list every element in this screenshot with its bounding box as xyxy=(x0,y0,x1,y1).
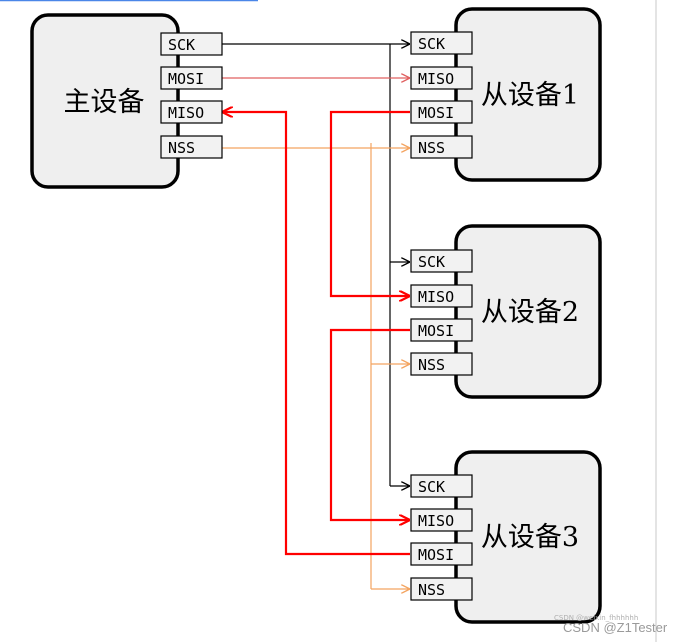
svg-text:NSS: NSS xyxy=(168,139,195,157)
sck-bus xyxy=(222,44,410,486)
svg-text:SCK: SCK xyxy=(168,36,195,54)
master-pin-mosi: MOSI xyxy=(160,66,223,90)
slave-1-pin-nss: NSS xyxy=(410,135,473,159)
slave-3-pin-sck: SCK xyxy=(410,474,473,498)
slave-2-pin-miso: MISO xyxy=(410,284,473,308)
nss-bus xyxy=(222,143,410,589)
slave-device-1 xyxy=(454,7,602,182)
svg-text:MISO: MISO xyxy=(418,70,454,88)
watermark-small: CSDN @weixin_fhhhhhh xyxy=(554,614,638,622)
svg-text:NSS: NSS xyxy=(418,581,445,599)
master-pin-sck: SCK xyxy=(160,32,223,56)
svg-text:SCK: SCK xyxy=(418,35,445,53)
watermark: CSDN @Z1Tester xyxy=(563,620,668,635)
slave-3-pin-nss: NSS xyxy=(410,577,473,601)
slave-3-pin-miso: MISO xyxy=(410,508,473,532)
svg-text:SCK: SCK xyxy=(418,478,445,496)
miso-chain xyxy=(222,112,410,556)
slave-1-pin-sck: SCK xyxy=(410,31,473,55)
slave-3-pin-mosi: MOSI xyxy=(410,542,473,566)
slave-2-pin-sck: SCK xyxy=(410,249,473,273)
slave-1-pin-mosi: MOSI xyxy=(410,100,473,124)
slave-2-label: 从设备2 xyxy=(481,297,579,328)
svg-text:MOSI: MOSI xyxy=(418,546,454,564)
slave-device-3 xyxy=(454,450,602,624)
slave-1-label: 从设备1 xyxy=(481,80,579,111)
svg-text:MISO: MISO xyxy=(418,288,454,306)
slave-3-label: 从设备3 xyxy=(481,522,579,553)
svg-text:MISO: MISO xyxy=(418,512,454,530)
master-label: 主设备 xyxy=(64,87,145,118)
svg-text:MOSI: MOSI xyxy=(168,70,204,88)
slave-2-pin-nss: NSS xyxy=(410,352,473,376)
slave-device-2 xyxy=(454,224,602,399)
svg-text:MOSI: MOSI xyxy=(418,322,454,340)
svg-text:NSS: NSS xyxy=(418,356,445,374)
svg-text:MISO: MISO xyxy=(168,104,204,122)
slave-2-pin-mosi: MOSI xyxy=(410,318,473,342)
master-pin-miso: MISO xyxy=(160,100,223,124)
slave-1-pin-miso: MISO xyxy=(410,66,473,90)
svg-text:SCK: SCK xyxy=(418,253,445,271)
svg-text:MOSI: MOSI xyxy=(418,104,454,122)
master-pin-nss: NSS xyxy=(160,135,223,159)
svg-text:NSS: NSS xyxy=(418,139,445,157)
